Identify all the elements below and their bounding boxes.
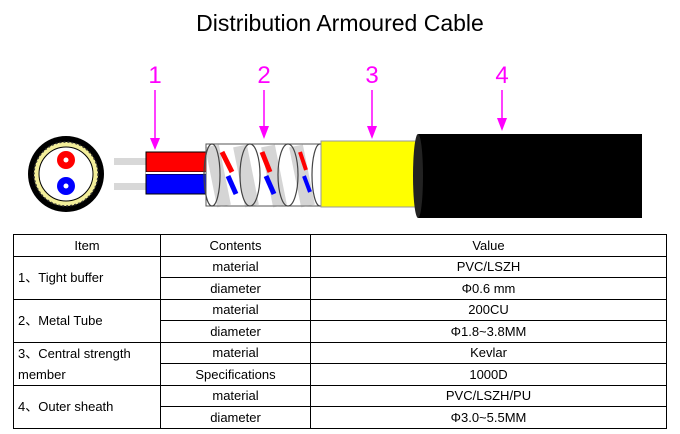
outer-sheath [413,134,642,218]
value-cell: Φ1.8~3.8MM [310,320,667,343]
callout-4: 4 [495,62,509,131]
value-cell: Kevlar [310,341,667,364]
content-cell: material [160,384,311,407]
kevlar-layer [320,140,418,208]
table-row: diameter Φ3.0~5.5MM [14,406,667,429]
callout-1: 1 [148,62,162,150]
content-cell: material [160,341,311,364]
tight-buffers [145,151,211,195]
callout-label-2: 2 [257,62,270,89]
item-cell: 3、Central strength member [13,341,161,386]
table-header-row: Item Contents Value [13,234,667,257]
table-row: diameter Φ1.8~3.8MM [14,320,667,343]
callout-2: 2 [257,62,271,139]
cable-diagram: 1 2 3 4 [28,62,642,218]
content-cell: diameter [160,320,311,343]
content-cell: Specifications [160,363,311,386]
callout-label-1: 1 [148,62,161,89]
content-cell: material [160,298,311,321]
content-cell: diameter [160,277,311,300]
cable-cross-section [28,136,104,212]
callout-label-3: 3 [365,62,378,89]
content-cell: diameter [160,406,311,429]
value-cell: 200CU [310,298,667,321]
value-cell: Φ3.0~5.5MM [310,406,667,429]
content-cell: material [160,255,311,278]
value-cell: PVC/LSZH/PU [310,384,667,407]
callout-3: 3 [365,62,379,139]
item-cell: 1、Tight buffer [13,255,161,300]
header-item: Item [13,234,161,257]
diagram-title: Distribution Armoured Cable [196,10,484,36]
header-value: Value [310,234,667,257]
spec-table: Item Contents Value 1、Tight buffer mater… [13,234,667,429]
header-contents: Contents [160,234,311,257]
table-row: 4、Outer sheath material PVC/LSZH/PU [13,384,667,429]
item-cell: 2、Metal Tube [13,298,161,343]
table-row: 1、Tight buffer material PVC/LSZH [13,255,667,300]
bare-fibers [114,158,148,190]
table-row: 2、Metal Tube material 200CU [13,298,667,343]
callout-label-4: 4 [495,62,508,89]
value-cell: 1000D [310,363,667,386]
item-cell: 4、Outer sheath [13,384,161,429]
table-row: 3、Central strength member material Kevla… [13,341,667,386]
metal-tube-spiral [203,143,329,208]
value-cell: PVC/LSZH [310,255,667,278]
value-cell: Φ0.6 mm [310,277,667,300]
